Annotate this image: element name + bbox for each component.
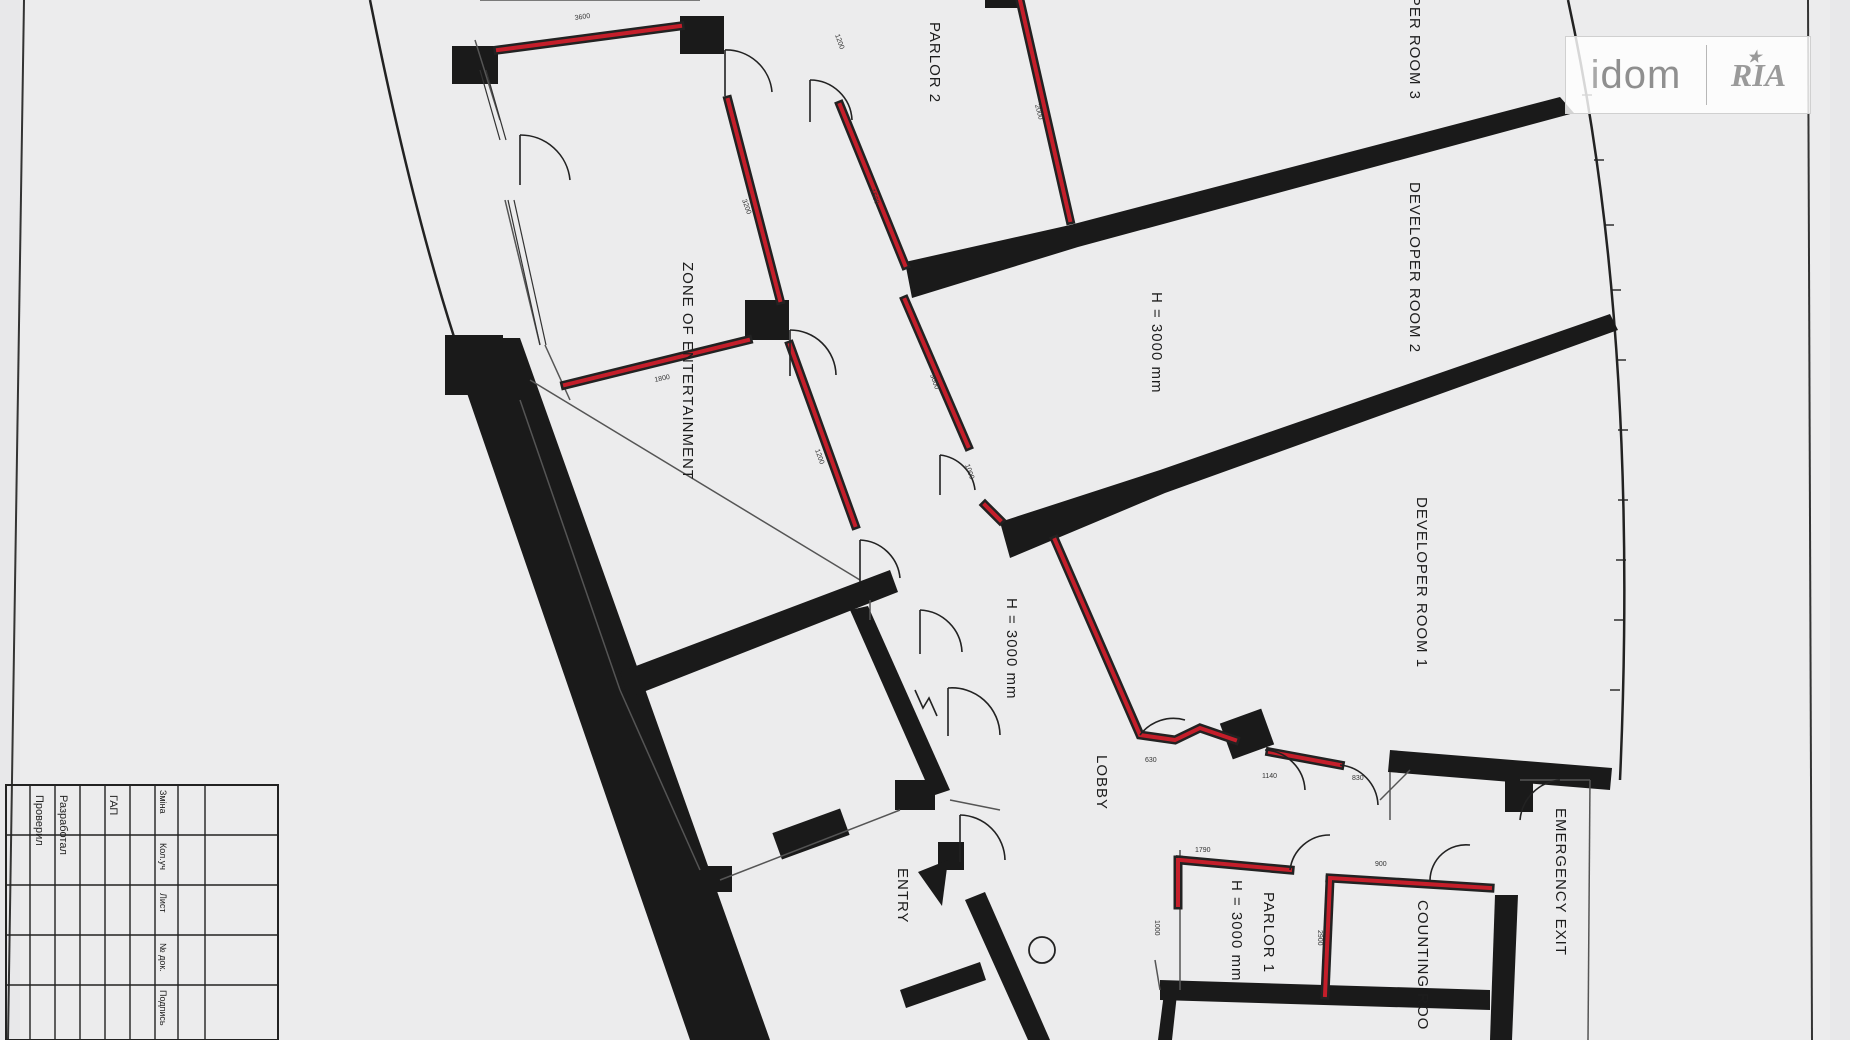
dimension-value: 630 — [1145, 757, 1157, 764]
wall-parlor-counting-right — [1490, 895, 1518, 1040]
dimension-value: 3600 — [574, 13, 591, 22]
dimension-value: 1800 — [654, 374, 671, 384]
column — [680, 16, 724, 54]
column — [772, 808, 850, 860]
dimension-value: 1790 — [1195, 847, 1211, 854]
stamp-col-sheet: Лист — [158, 893, 168, 913]
room-label-parlor-2: PARLOR 2 — [926, 22, 943, 103]
watermark-dom-text: idom — [1590, 52, 1682, 97]
room-label-entry: ENTRY — [894, 868, 911, 924]
dimension-value: 2900 — [1316, 930, 1323, 946]
stair-symbol — [914, 689, 938, 717]
new-partitions-red — [492, 0, 1495, 1000]
height-label-lobby: H = 3000 mm — [1003, 598, 1020, 699]
entry-arrow — [918, 860, 948, 906]
facade-thick-wall — [448, 338, 770, 1040]
room-label-developer-room-2: DEVELOPER ROOM 2 — [1406, 182, 1423, 353]
watermark-logo: idom ★ RIA — [1565, 36, 1811, 114]
watermark-ria-text: ★ RIA — [1730, 48, 1787, 93]
dimension-value: 1200 — [813, 448, 825, 465]
room-label-zone-of-entertainment: ZONE OF ENTERTAINMENT — [679, 262, 696, 480]
paper-highlight — [20, 0, 1830, 1040]
dimension-labels: 3600 1200 3200 1500 2000 1800 3600 1200 … — [574, 13, 1386, 946]
dimension-value: 1200 — [833, 33, 845, 50]
column — [445, 335, 503, 395]
wall-dev3-dev2 — [905, 97, 1574, 298]
wall-dev2-dev1 — [1000, 314, 1618, 558]
watermark-divider — [1706, 45, 1707, 105]
room-label-lobby: LOBBY — [1093, 755, 1110, 810]
windows — [479, 69, 547, 346]
stamp-col-change: Змiна — [158, 790, 168, 814]
column-round — [1028, 936, 1056, 964]
wall-zone-lower — [620, 570, 898, 698]
door-swings — [519, 49, 1561, 881]
height-label-parlor-1: H = 3000 mm — [1228, 880, 1245, 981]
column — [700, 866, 732, 892]
column — [1505, 778, 1533, 812]
wall-entry-lower — [900, 962, 986, 1008]
dimension-value: 3600 — [928, 373, 940, 390]
dimension-value: 1000 — [1153, 920, 1160, 936]
stamp-developed: Разработал — [57, 795, 69, 855]
stamp-col-qty: Кол.уч — [158, 843, 168, 870]
outer-wall-curve-left — [368, 0, 457, 341]
wall-corridor-inner — [850, 606, 950, 796]
room-label-counting-room: COUNTING ROO — [1414, 900, 1431, 1030]
room-label-emergency-exit: EMERGENCY EXIT — [1552, 808, 1569, 956]
dimension-value: 1500 — [868, 188, 880, 205]
column — [452, 46, 498, 84]
height-label-dev-room-2: H = 3000 mm — [1148, 292, 1165, 393]
title-block: ГАП Разработал Проверил Змiна Кол.уч Лис… — [5, 784, 279, 1040]
wall-parlor-left — [1158, 985, 1178, 1040]
room-label-developer-room-3: DEVELOPER ROOM 3 — [1406, 0, 1423, 100]
dimension-value: 1140 — [1262, 773, 1277, 780]
dimension-value: 2000 — [1033, 104, 1044, 121]
frame-left — [7, 0, 25, 1040]
dimension-value: 3200 — [740, 198, 752, 215]
dimension-value: 900 — [1375, 861, 1387, 868]
stamp-col-sign: Подпись — [158, 990, 168, 1026]
column — [1219, 708, 1275, 760]
stamp-gap: ГАП — [107, 795, 119, 815]
column — [895, 780, 935, 810]
room-label-developer-room-1: DEVELOPER ROOM 1 — [1413, 497, 1430, 668]
wall-entry-right — [965, 892, 1050, 1040]
column — [985, 0, 1019, 8]
stamp-checked: Проверил — [33, 795, 45, 846]
dimension-value: 1000 — [963, 463, 975, 480]
column — [745, 300, 789, 340]
dimension-value: 830 — [1352, 775, 1364, 782]
stamp-col-doc: № док. — [158, 943, 168, 972]
room-label-parlor-1: PARLOR 1 — [1260, 892, 1277, 973]
star-icon: ★ — [1747, 48, 1762, 66]
frame-right — [1807, 0, 1813, 1040]
